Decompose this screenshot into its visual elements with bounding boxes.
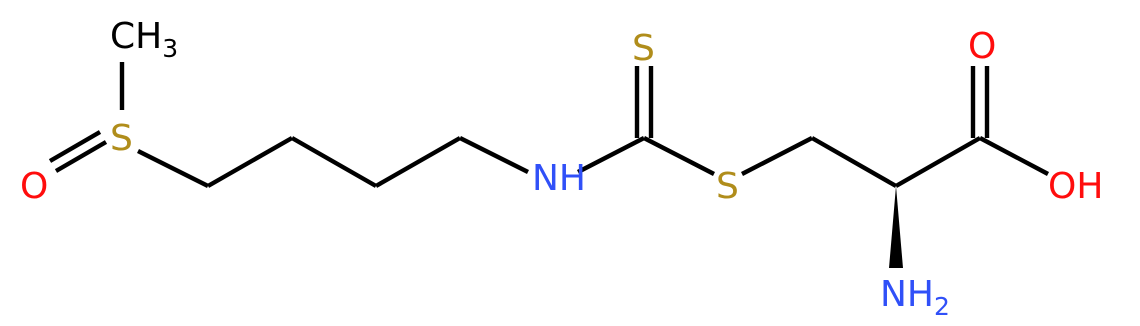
bonds xyxy=(48,62,1050,268)
bond-c3-c4 xyxy=(374,136,462,188)
thioether-s-label: S xyxy=(716,166,739,207)
bond-c-s xyxy=(642,136,716,176)
bond-ch2-calpha xyxy=(810,136,898,188)
bond-s-ch2 xyxy=(740,136,814,176)
amide-n-label: NH xyxy=(532,158,586,199)
bond-s-o-double-b xyxy=(48,130,102,163)
bond-c2-c3 xyxy=(290,136,378,188)
bond-c4-n xyxy=(459,136,529,174)
bond-n-c xyxy=(576,136,646,174)
bond-c1-c2 xyxy=(206,136,294,188)
hydroxyl-label: OH xyxy=(1048,166,1103,207)
wedge-bond-calpha-n xyxy=(889,186,903,268)
bond-calpha-cooh xyxy=(894,136,982,188)
thione-s-label: S xyxy=(632,28,655,69)
bond-s-o-double-a xyxy=(54,140,108,173)
atom-labels: CH3 S O NH S S O OH NH2 xyxy=(20,16,1103,321)
methyl-label: CH3 xyxy=(110,16,178,63)
amine-label: NH2 xyxy=(880,274,950,321)
carbonyl-o-label: O xyxy=(968,26,996,67)
sulfoxide-s-label: S xyxy=(110,118,133,159)
bond-c-oh xyxy=(978,136,1050,176)
sulfoxide-o-label: O xyxy=(20,166,48,207)
bond-s-c1 xyxy=(137,149,209,188)
